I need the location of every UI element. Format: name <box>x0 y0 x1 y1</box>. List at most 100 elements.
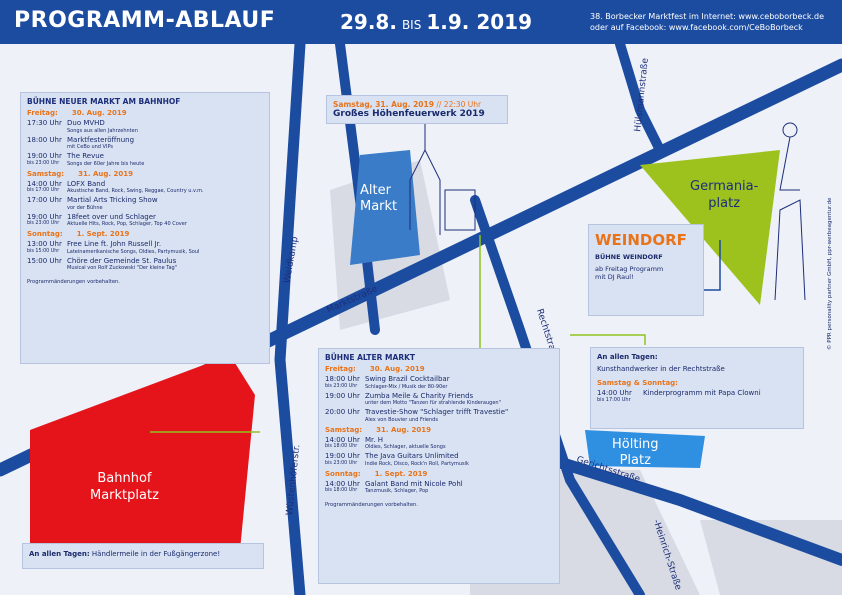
day-header: Samstag: 31. Aug. 2019 <box>325 426 553 434</box>
hoelting-label: Hölting Platz <box>612 437 659 469</box>
alter-markt-area <box>350 150 420 265</box>
event-time-cell: 18:00 Uhr <box>27 136 67 151</box>
event-desc: Musical von Rolf Zuckowski "Der kleine T… <box>67 265 177 271</box>
fireworks-date: Samstag, 31. Aug. 2019 <box>333 100 434 109</box>
stage-bahnhof-panel: BÜHNE NEUER MARKT AM BAHNHOF Freitag:30.… <box>20 92 270 364</box>
event-until: bis 23:00 Uhr <box>325 460 358 466</box>
event-info: Travestie-Show "Schlager trifft Travesti… <box>365 408 508 423</box>
day-header: Freitag:30. Aug. 2019 <box>27 109 263 117</box>
day-date: 31. Aug. 2019 <box>376 425 431 434</box>
event-name: Martial Arts Tricking Show <box>67 196 158 204</box>
event-desc: Akustische Band, Rock, Swing, Reggae, Co… <box>67 188 204 194</box>
event-desc: Aktuelle Hits, Rock, Pop, Schlager, Top … <box>67 221 187 227</box>
event-until: bis 23:00 Uhr <box>325 383 358 389</box>
weindorf-box: WEINDORF BÜHNE WEINDORF ab Freitag Progr… <box>588 224 704 316</box>
rechtstrasse-heading: An allen Tagen: <box>597 353 658 361</box>
rechtstrasse-weekend: Samstag & Sonntag: <box>597 379 678 387</box>
header-info: 38. Borbecker Marktfest im Internet: www… <box>590 11 824 33</box>
day-date: 30. Aug. 2019 <box>369 365 425 373</box>
event-time-cell: 19:00 Uhr <box>325 392 365 407</box>
bahnhof-label: Bahnhof Marktplatz <box>90 470 159 504</box>
event-time: 18:00 Uhr <box>27 135 62 144</box>
weindorf-line2: mit DJ Raul! <box>595 273 634 281</box>
event-desc: Songs aus allen Jahrzehnten <box>67 127 138 134</box>
day-name: Samstag: <box>325 425 363 434</box>
event-desc: unter dem Motto "Tanzen für strahlende K… <box>365 400 501 406</box>
weindorf-title: WEINDORF <box>595 231 687 249</box>
alter-markt-label-line2: Markt <box>360 199 398 214</box>
date-to: 1.9. 2019 <box>426 10 532 34</box>
event-name: Chöre der Gemeinde St. Paulus <box>67 256 177 265</box>
hoelting-platz-area <box>585 430 705 468</box>
event-time: 18:00 Uhr <box>325 375 360 383</box>
event-time: 19:00 Uhr <box>27 212 62 221</box>
bahnhof-label-line1: Bahnhof <box>97 471 152 486</box>
event-info: Free Line ft. John Russell Jr.Lateinamer… <box>67 240 199 255</box>
event-time: 14:00 Uhr <box>325 479 360 488</box>
event-time: 14:00 Uhr <box>325 435 360 444</box>
fussgaenger-box: An allen Tagen: Händlermeile in der Fußg… <box>22 543 264 569</box>
event-time-cell: 15:00 Uhr <box>27 257 67 272</box>
event-time-cell: 17:30 Uhr <box>27 119 67 134</box>
event-name: Galant Band mit Nicole Pohl <box>365 479 463 488</box>
date-from: 29.8. <box>340 10 397 34</box>
page-title: PROGRAMM-ABLAUF <box>14 8 276 33</box>
event-until: bis 23:00 Uhr <box>27 160 60 166</box>
info-line-web: 38. Borbecker Marktfest im Internet: www… <box>589 12 824 21</box>
hoelting-label-line1: Hölting <box>612 437 659 452</box>
event-time-cell: 20:00 Uhr <box>325 408 365 423</box>
event-name: The Java Guitars Unlimited <box>365 452 459 460</box>
rechtstrasse-time: 14:00 Uhr <box>597 389 632 397</box>
fireworks-title: Großes Höhenfeuerwerk 2019 <box>333 109 485 119</box>
rechtstrasse-box: An allen Tagen: Kunsthandwerker in der R… <box>590 347 804 429</box>
event-name: 18feet over und Schlager <box>67 212 156 221</box>
event-desc: Alex von Bouvier und Friends <box>365 416 438 423</box>
germaniaplatz-label-line2: platz <box>708 196 741 211</box>
bahnhof-label-line2: Marktplatz <box>90 488 159 503</box>
germaniaplatz-label-line1: Germania- <box>690 179 759 194</box>
bahnhof-marktplatz-area <box>30 355 255 550</box>
event-until: bis 18:00 Uhr <box>325 444 358 449</box>
day-name: Sonntag: <box>27 230 63 238</box>
weindorf-subtitle: BÜHNE WEINDORF <box>595 253 663 261</box>
event-name: Mr. H <box>365 435 383 444</box>
event-name: Travestie-Show "Schlager trifft Travesti… <box>365 408 509 416</box>
event-desc: Songs der 60er Jahre bis heute <box>67 160 145 167</box>
event-name: Swing Brazil Cocktailbar <box>365 375 450 383</box>
germaniaplatz-area <box>640 150 780 305</box>
day-name: Freitag: <box>27 109 58 117</box>
alter-markt-label: Alter Markt <box>360 183 397 215</box>
event-desc: Oldies, Schlager, aktuelle Songs <box>365 444 446 450</box>
stage-altermarkt-note: Programmänderungen vorbehalten. <box>325 502 418 508</box>
event-time: 13:00 Uhr <box>27 240 62 248</box>
event-desc: mit CeBo und VIPs <box>67 144 113 150</box>
event-desc: vor der Bühne <box>67 204 103 211</box>
weindorf-line1: ab Freitag Programm <box>595 265 664 273</box>
fussgaenger-text: Händlermeile in der Fußgängerzone! <box>91 550 221 558</box>
fireworks-time: // 22:30 Uhr <box>436 100 482 109</box>
day-name: Sonntag: <box>325 469 361 478</box>
